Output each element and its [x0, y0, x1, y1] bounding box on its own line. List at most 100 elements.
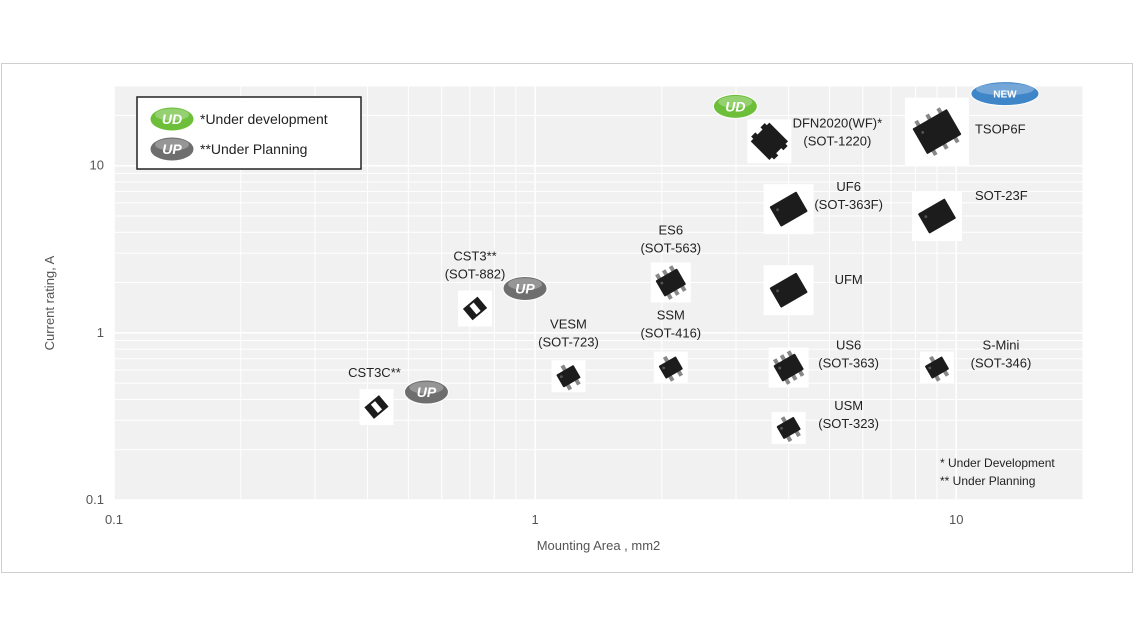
ud-badge: UD [149, 106, 195, 132]
data-point-es6: ES6 (SOT-563) [640, 223, 701, 303]
package-die [773, 353, 804, 382]
point-label: USM [834, 398, 863, 413]
data-point-cst3c-: CST3C** UP [348, 365, 449, 426]
data-point-ssm: SSM(SOT-416) [640, 308, 701, 384]
package-dot [776, 289, 779, 293]
package-icon [911, 191, 962, 242]
package-body [925, 355, 950, 382]
package-pad [370, 401, 383, 413]
badge-shape [712, 93, 758, 119]
package-die [556, 365, 581, 388]
point-sublabel: (SOT-363F) [814, 197, 883, 212]
axis-ticks: 0.1 1 10 0.1 1 10 [86, 158, 964, 527]
data-points: CST3C**UPCST3**(SOT-882)UPVESM(SOT-723)E… [348, 81, 1040, 444]
badge-text: UD [162, 111, 182, 127]
package-die [769, 272, 808, 308]
package-icon [763, 265, 814, 316]
y-axis-title: Current rating, A [42, 255, 57, 350]
badge-highlight [508, 278, 543, 291]
x-tick-label: 0.1 [105, 512, 123, 527]
footnote-text: ** Under Planning [940, 474, 1035, 488]
up-badge: UP [502, 275, 548, 301]
package-body [655, 265, 687, 300]
point-label: SSM [657, 308, 685, 323]
point-label: VESM [550, 316, 587, 331]
package-icon [359, 389, 394, 426]
package-dot [780, 426, 783, 430]
package-body [769, 191, 808, 227]
badge-highlight [409, 381, 444, 394]
y-tick-label: 0.1 [86, 492, 104, 507]
x-tick-label: 10 [949, 512, 963, 527]
data-point-tsop6f: TSOP6F NEW [904, 81, 1040, 166]
package-icon [771, 411, 806, 444]
point-sublabel: (SOT-563) [640, 241, 701, 256]
footnote-text: * Under Development [940, 456, 1055, 470]
package-dot [778, 366, 782, 370]
package-die [658, 356, 683, 379]
point-sublabel: (SOT-723) [538, 334, 599, 349]
package-icon [458, 290, 493, 327]
badge-text: UP [417, 384, 437, 400]
package-die [925, 356, 949, 379]
new-badge: NEW [970, 81, 1040, 107]
point-label: TSOP6F [975, 122, 1026, 137]
legend-label: *Under development [200, 111, 328, 127]
package-icon [919, 351, 954, 384]
package-icon [747, 119, 792, 164]
y-tick-label: 10 [90, 158, 104, 173]
data-point-sot-23f: SOT-23F [911, 188, 1028, 242]
package-die [912, 109, 962, 154]
footnotes: * Under Development ** Under Planning [940, 456, 1055, 488]
package-die [769, 191, 808, 227]
point-label: CST3** [453, 248, 496, 263]
point-label: US6 [836, 338, 861, 353]
point-label: ES6 [659, 223, 684, 238]
package-dot [660, 281, 664, 285]
package-icon [763, 184, 814, 235]
data-point-cst3-: CST3**(SOT-882)UP [445, 248, 548, 327]
ud-badge: UD [712, 93, 758, 119]
data-point-usm: USM (SOT-323) [771, 398, 879, 444]
up-badge: UP [149, 136, 195, 162]
point-sublabel: (SOT-323) [818, 416, 879, 431]
package-body [769, 272, 808, 308]
package-body [772, 350, 805, 385]
point-label: UFM [835, 272, 863, 287]
package-body [556, 364, 581, 391]
badge-shape [970, 81, 1040, 107]
badge-text: UD [725, 98, 745, 114]
package-dot [928, 366, 932, 370]
package-body [658, 355, 684, 382]
badge-shape [403, 379, 449, 405]
y-tick-label: 1 [97, 325, 104, 340]
package-lead [769, 151, 779, 160]
package-die [918, 198, 956, 234]
data-point-s-mini: S-Mini (SOT-346) [919, 338, 1032, 384]
point-sublabel: (SOT-363) [818, 356, 879, 371]
package-pad [469, 302, 481, 315]
point-label: CST3C** [348, 365, 401, 380]
up-badge: UP [403, 379, 449, 405]
package-dot [921, 130, 925, 134]
badge-highlight [155, 138, 189, 151]
package-dot [776, 208, 779, 212]
package-die [655, 268, 686, 297]
point-label: SOT-23F [975, 188, 1028, 203]
badge-highlight [718, 95, 753, 108]
badge-text: UP [162, 141, 182, 157]
point-label: DFN2020(WF)* [793, 115, 883, 130]
x-tick-label: 1 [531, 512, 538, 527]
data-point-dfn2020-wf-: DFN2020(WF)*(SOT-1220)UD [712, 93, 883, 164]
package-icon [650, 262, 691, 303]
badge-shape [149, 136, 195, 162]
package-dot [559, 375, 563, 379]
legend-label: **Under Planning [200, 141, 307, 157]
point-sublabel: (SOT-346) [971, 356, 1032, 371]
point-label: UF6 [836, 179, 861, 194]
package-body [918, 198, 956, 234]
point-label: S-Mini [983, 338, 1020, 353]
